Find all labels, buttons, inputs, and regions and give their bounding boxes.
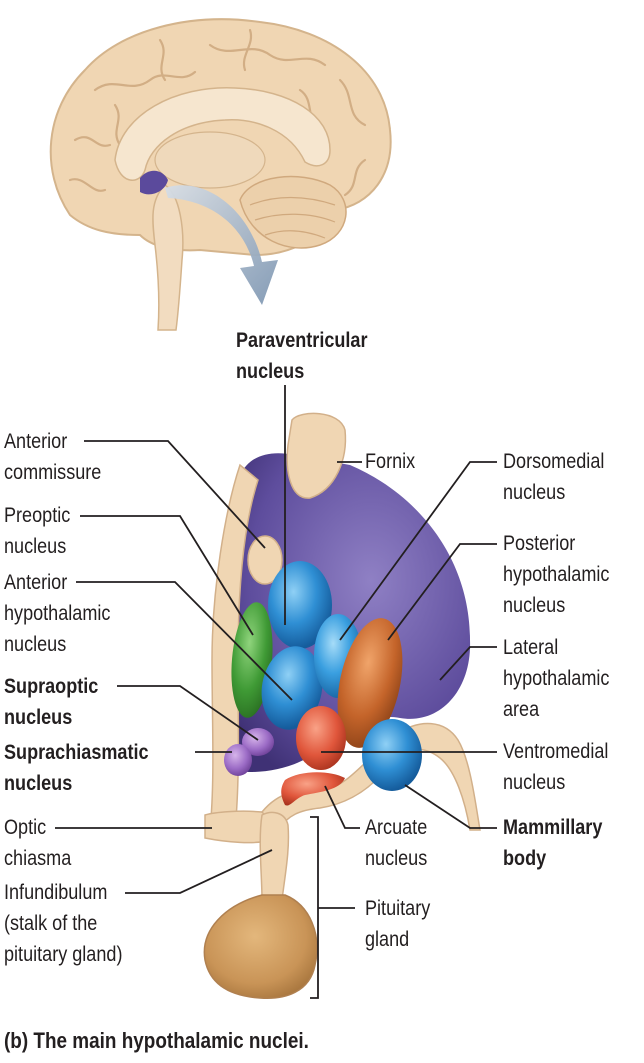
ventromedial-nucleus-shape [296, 706, 346, 770]
label-line: Arcuate [365, 816, 428, 839]
label-supraoptic-nucleus: Supraoptic nucleus [4, 671, 98, 733]
label-mammillary-body: Mammillary body [503, 812, 602, 874]
label-line: Preoptic [4, 504, 71, 527]
arcuate-nucleus-shape [281, 772, 345, 806]
label-posterior-hypothalamic-nucleus: Posterior hypothalamic nucleus [503, 528, 609, 621]
label-line: Dorsomedial [503, 450, 605, 473]
label-line: body [503, 847, 547, 870]
leader-preoptic [80, 515, 254, 636]
leader-lines [55, 385, 497, 999]
leader-mammillary [404, 784, 497, 829]
label-line: Supraoptic [4, 675, 99, 698]
label-line: Posterior [503, 532, 576, 555]
label-line: hypothalamic [503, 563, 610, 586]
leader-lateral-hypothalamic [439, 646, 497, 681]
label-line: Anterior [4, 430, 68, 453]
label-paraventricular-nucleus: Paraventricular nucleus [236, 325, 368, 387]
label-line: nucleus [236, 360, 305, 383]
label-line: Optic [4, 816, 47, 839]
fornix-column [286, 412, 347, 499]
label-pituitary-gland: Pituitary gland [365, 893, 430, 955]
label-preoptic-nucleus: Preoptic nucleus [4, 500, 70, 562]
label-line: chiasma [4, 847, 72, 870]
label-line: (stalk of the [4, 912, 98, 935]
anterior-hypothalamic-nucleus-shape [261, 646, 323, 730]
label-line: Paraventricular [236, 329, 368, 352]
leader-supraoptic [117, 685, 259, 741]
label-line: hypothalamic [503, 667, 610, 690]
label-line: area [503, 698, 540, 721]
label-line: nucleus [503, 594, 566, 617]
label-line: nucleus [4, 633, 67, 656]
label-line: commissure [4, 461, 102, 484]
label-arcuate-nucleus: Arcuate nucleus [365, 812, 427, 874]
label-line: nucleus [4, 706, 73, 729]
hypothalamus-detail [203, 412, 481, 1000]
mammillary-body-shape [362, 719, 422, 791]
suprachiasmatic-nucleus-shape [224, 744, 252, 776]
label-line: gland [365, 928, 410, 951]
label-lateral-hypothalamic-area: Lateral hypothalamic area [503, 632, 609, 725]
figure-caption: (b) The main hypothalamic nuclei. [4, 1028, 309, 1053]
leader-dorsomedial [339, 461, 497, 641]
label-anterior-hypothalamic-nucleus: Anterior hypothalamic nucleus [4, 567, 110, 660]
label-line: Fornix [365, 450, 416, 473]
label-line: nucleus [4, 772, 73, 795]
label-dorsomedial-nucleus: Dorsomedial nucleus [503, 446, 604, 508]
label-suprachiasmatic-nucleus: Suprachiasmatic nucleus [4, 737, 149, 799]
brainstem [152, 184, 184, 331]
label-anterior-commissure: Anterior commissure [4, 426, 101, 488]
label-line: Pituitary [365, 897, 431, 920]
pituitary-gland-shape [203, 894, 318, 1000]
leader-anterior-hypothalamic [76, 581, 293, 701]
anterior-commissure-shape [247, 535, 283, 585]
label-line: nucleus [4, 535, 67, 558]
label-line: Suprachiasmatic [4, 741, 149, 764]
label-infundibulum: Infundibulum (stalk of the pituitary gla… [4, 877, 122, 970]
label-line: nucleus [503, 771, 566, 794]
brain-illustration [49, 18, 392, 331]
label-optic-chiasma: Optic chiasma [4, 812, 71, 874]
label-line: Ventromedial [503, 740, 609, 763]
label-line: Infundibulum [4, 881, 108, 904]
label-line: Mammillary [503, 816, 603, 839]
label-line: hypothalamic [4, 602, 111, 625]
label-line: Anterior [4, 571, 68, 594]
label-line: nucleus [503, 481, 566, 504]
leader-infundibulum [125, 849, 273, 894]
label-ventromedial-nucleus: Ventromedial nucleus [503, 736, 608, 798]
leader-anterior-commissure [84, 440, 266, 549]
label-line: nucleus [365, 847, 428, 870]
hypothalamus-highlight [140, 170, 168, 195]
paraventricular-nucleus-shape [268, 561, 332, 649]
posterior-hypothalamic-nucleus-shape [337, 618, 403, 748]
infundibulum-stalk [259, 811, 290, 901]
label-line: Lateral [503, 636, 559, 659]
label-fornix: Fornix [365, 446, 415, 477]
zoom-arrow [165, 185, 278, 305]
label-line: pituitary gland) [4, 943, 123, 966]
corpus-callosum [114, 87, 331, 181]
cerebellum [239, 175, 347, 249]
leader-arcuate [324, 785, 360, 829]
leader-posterior-hypothalamic [387, 543, 497, 641]
